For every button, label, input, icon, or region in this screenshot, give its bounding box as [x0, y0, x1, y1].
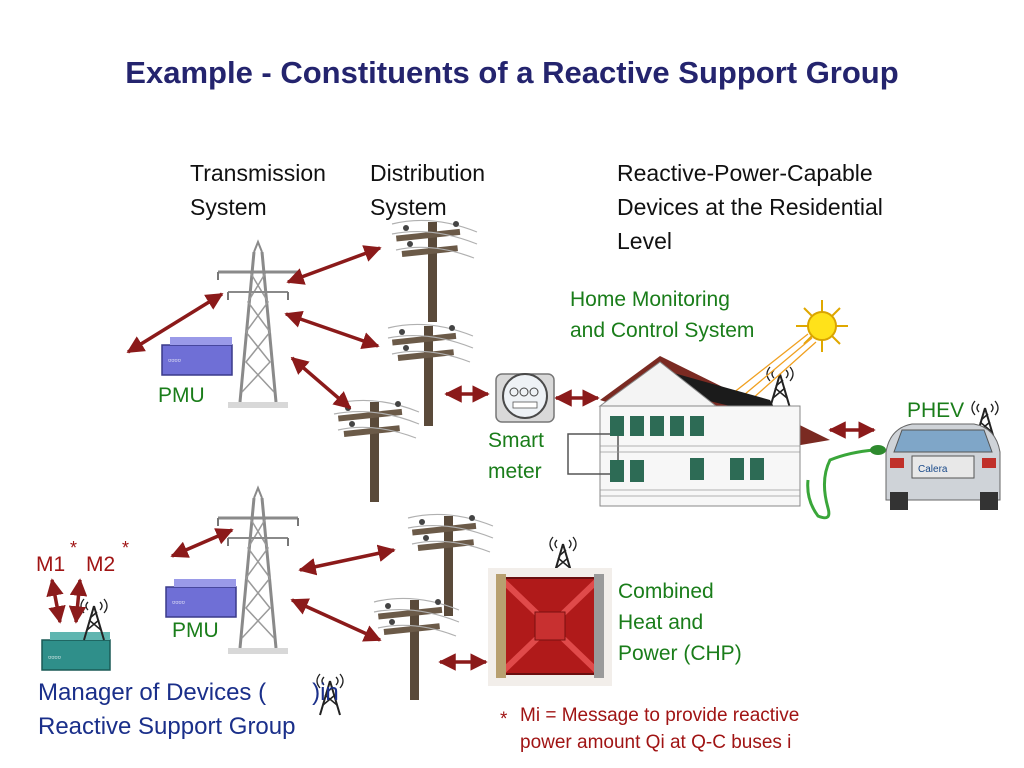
arrow-pmu-tower-bottom — [170, 528, 234, 558]
arrow-m1 — [46, 578, 66, 624]
residential-devices-header: Reactive-Power-Capable Devices at the Re… — [617, 156, 883, 258]
sun-icon — [703, 300, 848, 425]
arrow-tower-pole-4 — [298, 544, 396, 576]
manager-line-2: Reactive Support Group — [38, 713, 296, 740]
utility-pole-1 — [391, 219, 478, 323]
car-logo: Calera — [918, 464, 948, 475]
transmission-tower-bottom — [216, 486, 300, 656]
pmu-screen-bottom: ▫▫▫▫ — [172, 597, 185, 607]
arrow-tower-pole-3 — [290, 356, 352, 410]
transmission-line-1: Transmission — [190, 160, 326, 186]
m2-label: M2 — [86, 553, 116, 576]
pmu-screen-top: ▫▫▫▫ — [168, 355, 181, 365]
communication-arrows — [46, 245, 876, 671]
smart-meter-line-2: meter — [488, 460, 542, 483]
footnote-line-1: Mi = Message to provide reactive — [520, 705, 800, 726]
residential-line-1: Reactive-Power-Capable — [617, 160, 873, 186]
arrow-pmu-tower-top — [126, 292, 224, 354]
m1-label: M1 — [36, 553, 66, 576]
smart-meter-line-1: Smart — [488, 429, 545, 452]
phev-car-icon: Calera — [885, 423, 1001, 510]
residential-line-3: Level — [617, 228, 672, 254]
m2-star: * — [122, 538, 130, 558]
manager-line-1: Manager of Devices ( )in — [38, 676, 339, 710]
phev-label: PHEV — [907, 399, 965, 422]
footnote-line-2: power amount Qi at Q-C buses i — [520, 732, 792, 753]
home-monitoring-line-1: Home Monitoring — [570, 288, 730, 311]
manager-screen: ▫▫▫▫ — [48, 652, 61, 662]
chp-line-2: Heat and — [618, 611, 704, 634]
utility-pole-4 — [407, 513, 494, 617]
manager-line-1-b: )in — [312, 679, 339, 706]
charger-plug — [870, 445, 886, 455]
charging-cable — [806, 448, 875, 520]
transmission-system-header: Transmission System — [190, 156, 326, 224]
transmission-line-2: System — [190, 194, 267, 220]
pmu-label-top: PMU — [158, 384, 205, 407]
chp-line-3: Power (CHP) — [618, 642, 742, 665]
page-title: Example - Constituents of a Reactive Sup… — [125, 55, 899, 90]
footnote: * Mi = Message to provide reactive power… — [500, 702, 799, 756]
manager-line-1-a: Manager of Devices ( — [38, 679, 267, 706]
chp-label: Combined Heat and Power (CHP) — [618, 576, 742, 669]
house-icon — [567, 356, 830, 507]
manager-text: Manager of Devices ( )in Reactive Support… — [38, 676, 339, 744]
manager-device — [41, 639, 111, 671]
residential-line-2: Devices at the Residential — [617, 194, 883, 220]
chp-line-1: Combined — [618, 580, 714, 603]
smart-meter-icon — [495, 373, 555, 423]
distribution-line-1: Distribution — [370, 160, 486, 186]
transmission-tower-top — [216, 240, 300, 410]
smart-meter-label: Smart meter — [488, 425, 544, 487]
arrow-tower-pole-5 — [290, 598, 382, 642]
home-monitoring-line-2: and Control System — [570, 319, 755, 342]
pmu-label-bottom: PMU — [172, 619, 219, 642]
arrow-tower-pole-1 — [286, 245, 382, 285]
distribution-line-2: System — [370, 194, 447, 220]
arrow-m2 — [68, 578, 88, 624]
footnote-marker: * — [500, 709, 508, 730]
utility-pole-3 — [333, 399, 420, 503]
chp-unit-icon — [488, 568, 612, 686]
distribution-system-header: Distribution System — [370, 156, 485, 224]
m1-star: * — [70, 538, 78, 558]
manager-device-top — [50, 632, 110, 640]
home-monitoring-label: Home Monitoring and Control System — [570, 284, 754, 346]
arrow-tower-pole-2 — [284, 310, 380, 350]
